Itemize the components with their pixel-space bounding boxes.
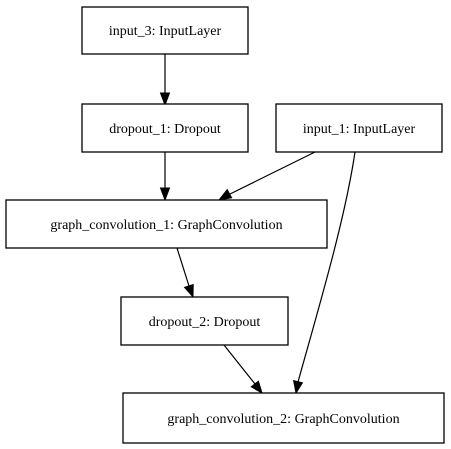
node-graph-convolution-2-label: graph_convolution_2: GraphConvolution bbox=[167, 412, 399, 427]
node-graph-convolution-2: graph_convolution_2: GraphConvolution bbox=[122, 392, 445, 444]
node-input-1-label: input_1: InputLayer bbox=[303, 122, 416, 137]
edge-input-1-to-graph-convolution-2 bbox=[292, 151, 356, 395]
edge-graph-convolution-1-to-dropout-2 bbox=[176, 247, 194, 299]
edges-layer bbox=[159, 54, 356, 395]
nodes-layer: input_3: InputLayer dropout_1: Dropout i… bbox=[5, 6, 445, 444]
edge-input-1-to-graph-convolution-1 bbox=[217, 151, 316, 201]
node-input-1: input_1: InputLayer bbox=[275, 103, 443, 153]
node-dropout-2: dropout_2: Dropout bbox=[120, 296, 289, 346]
edge-dropout-2-to-graph-convolution-2 bbox=[223, 344, 263, 395]
node-dropout-1-label: dropout_1: Dropout bbox=[109, 122, 221, 137]
node-dropout-2-label: dropout_2: Dropout bbox=[149, 315, 261, 330]
edge-input-3-to-dropout-1 bbox=[159, 54, 171, 107]
node-input-3: input_3: InputLayer bbox=[81, 6, 249, 55]
node-graph-convolution-1: graph_convolution_1: GraphConvolution bbox=[5, 199, 328, 249]
node-dropout-1: dropout_1: Dropout bbox=[81, 103, 249, 153]
node-input-3-label: input_3: InputLayer bbox=[109, 24, 222, 39]
node-graph-convolution-1-label: graph_convolution_1: GraphConvolution bbox=[50, 218, 282, 233]
edge-dropout-1-to-graph-convolution-1 bbox=[159, 152, 171, 202]
